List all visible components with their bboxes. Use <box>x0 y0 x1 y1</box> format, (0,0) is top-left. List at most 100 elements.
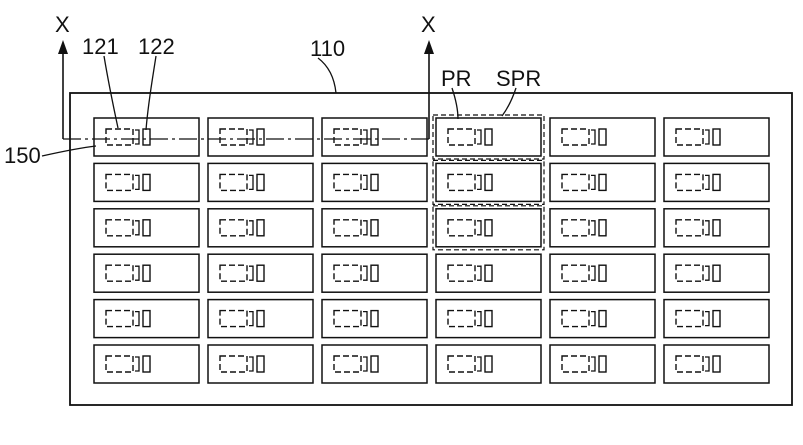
pixel-cell <box>550 209 655 247</box>
dashed-element-121 <box>676 129 703 145</box>
pixel-region <box>208 254 313 292</box>
small-element-122 <box>485 174 492 190</box>
element-bracket <box>591 130 595 144</box>
dashed-element-121 <box>448 265 475 281</box>
dashed-element-121 <box>106 174 133 190</box>
dashed-element-121 <box>676 311 703 327</box>
sub-pixel-region-spr <box>433 160 544 204</box>
pixel-region <box>664 163 769 201</box>
dashed-element-121 <box>334 174 361 190</box>
label-x-left: X <box>55 12 70 37</box>
pixel-region <box>322 345 427 383</box>
pixel-region <box>94 254 199 292</box>
small-element-122 <box>485 311 492 327</box>
sub-pixel-region-spr <box>433 115 544 159</box>
pixel-cell <box>94 209 199 247</box>
element-bracket <box>705 312 709 326</box>
small-element-122 <box>143 311 150 327</box>
dashed-element-121 <box>676 174 703 190</box>
dashed-element-121 <box>334 265 361 281</box>
pixel-region <box>436 300 541 338</box>
pixel-region <box>94 300 199 338</box>
sub-pixel-region-spr <box>433 206 544 250</box>
pixel-cell <box>322 209 427 247</box>
pixel-region <box>436 118 541 156</box>
element-bracket <box>705 175 709 189</box>
pixel-cell <box>208 163 313 201</box>
pixel-cell <box>322 300 427 338</box>
small-element-122 <box>257 174 264 190</box>
element-bracket <box>135 266 139 280</box>
pixel-cell <box>322 163 427 201</box>
pixel-region <box>322 300 427 338</box>
small-element-122 <box>143 174 150 190</box>
element-bracket <box>477 312 481 326</box>
pixel-cell <box>550 254 655 292</box>
element-bracket <box>249 357 253 371</box>
pixel-region <box>322 209 427 247</box>
element-bracket <box>135 130 139 144</box>
pixel-region <box>94 163 199 201</box>
pixel-region <box>436 209 541 247</box>
small-element-122 <box>143 356 150 372</box>
small-element-122 <box>485 356 492 372</box>
pixel-cell <box>436 254 541 292</box>
pixel-region <box>208 163 313 201</box>
element-bracket <box>135 175 139 189</box>
small-element-122 <box>713 174 720 190</box>
small-element-122 <box>143 129 150 145</box>
label-x-right: X <box>421 12 436 37</box>
element-bracket <box>249 221 253 235</box>
dashed-element-121 <box>106 311 133 327</box>
substrate-110 <box>70 93 792 405</box>
element-bracket <box>477 357 481 371</box>
element-bracket <box>363 312 367 326</box>
small-element-122 <box>713 220 720 236</box>
pixel-cell <box>664 300 769 338</box>
dashed-element-121 <box>448 129 475 145</box>
dashed-element-121 <box>562 220 589 236</box>
pixel-region <box>322 254 427 292</box>
element-bracket <box>705 357 709 371</box>
element-bracket <box>363 221 367 235</box>
pixel-cell <box>436 163 541 201</box>
pixel-cell <box>664 209 769 247</box>
element-bracket <box>705 266 709 280</box>
pixel-region <box>550 118 655 156</box>
pixel-region <box>664 254 769 292</box>
small-element-122 <box>599 174 606 190</box>
pixel-cell <box>208 209 313 247</box>
pixel-cell <box>436 345 541 383</box>
dashed-element-121 <box>220 356 247 372</box>
small-element-122 <box>257 311 264 327</box>
element-bracket <box>249 130 253 144</box>
pixel-region <box>550 345 655 383</box>
pixel-region <box>664 300 769 338</box>
pixel-cell <box>664 118 769 156</box>
leader-110 <box>318 58 336 93</box>
pixel-cell <box>550 118 655 156</box>
dashed-element-121 <box>220 129 247 145</box>
label-spr: SPR <box>496 66 541 91</box>
pixel-cell <box>322 118 427 156</box>
dashed-element-121 <box>448 311 475 327</box>
pixel-region <box>664 345 769 383</box>
dashed-element-121 <box>562 311 589 327</box>
element-bracket <box>477 266 481 280</box>
dashed-element-121 <box>562 265 589 281</box>
small-element-122 <box>599 311 606 327</box>
small-element-122 <box>485 220 492 236</box>
small-element-122 <box>371 220 378 236</box>
pixel-cell <box>550 163 655 201</box>
element-bracket <box>705 130 709 144</box>
dashed-element-121 <box>220 174 247 190</box>
small-element-122 <box>599 356 606 372</box>
dashed-element-121 <box>106 265 133 281</box>
small-element-122 <box>371 129 378 145</box>
small-element-122 <box>257 356 264 372</box>
pixel-cell <box>208 345 313 383</box>
small-element-122 <box>371 265 378 281</box>
element-bracket <box>477 130 481 144</box>
pixel-region <box>322 163 427 201</box>
